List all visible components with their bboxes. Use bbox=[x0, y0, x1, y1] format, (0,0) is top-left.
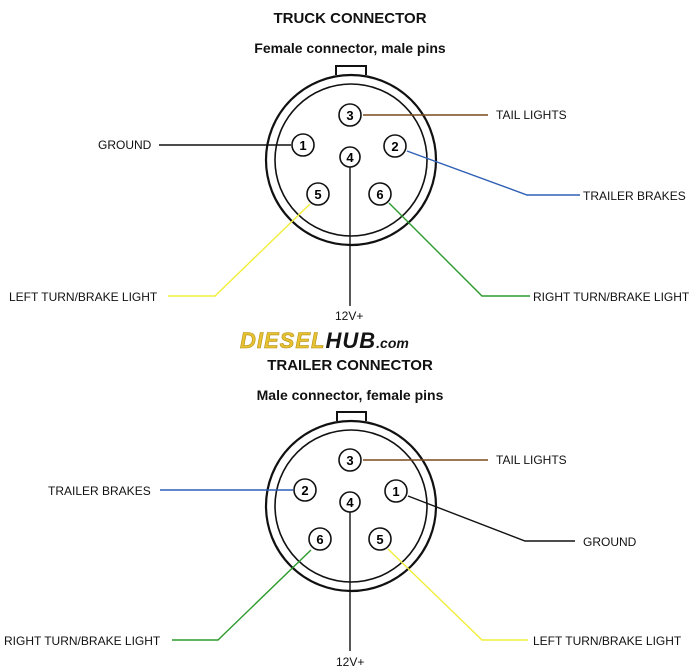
truck-label-right-turn: RIGHT TURN/BRAKE LIGHT bbox=[533, 290, 690, 304]
svg-text:4: 4 bbox=[346, 495, 354, 510]
truck-pin-5: 5 bbox=[306, 182, 330, 206]
logo-dotcom-text: .com bbox=[376, 335, 409, 351]
truck-pin-4: 4 bbox=[339, 146, 361, 168]
truck-label-trailer-brakes: TRAILER BRAKES bbox=[583, 189, 686, 203]
truck-connector-key-tab bbox=[335, 65, 367, 75]
svg-text:2: 2 bbox=[391, 139, 398, 154]
svg-text:2: 2 bbox=[301, 483, 308, 498]
trailer-connector-subtitle: Male connector, female pins bbox=[256, 387, 444, 403]
trailer-pin-5: 5 bbox=[368, 527, 392, 551]
truck-pin-3: 3 bbox=[338, 103, 362, 127]
truck-connector: 3 1 2 4 5 6 bbox=[159, 65, 580, 306]
svg-text:3: 3 bbox=[346, 108, 353, 123]
truck-label-left-turn: LEFT TURN/BRAKE LIGHT bbox=[9, 290, 158, 304]
logo-diesel-text: DIESEL bbox=[240, 328, 326, 353]
trailer-connector-key-tab bbox=[336, 411, 367, 421]
truck-connector-title: TRUCK CONNECTOR bbox=[273, 10, 427, 27]
truck-wire-right-turn bbox=[388, 202, 530, 297]
svg-text:5: 5 bbox=[376, 532, 383, 547]
trailer-pin-3: 3 bbox=[338, 448, 362, 472]
truck-label-12v: 12V+ bbox=[335, 309, 364, 323]
svg-text:6: 6 bbox=[376, 187, 383, 202]
truck-wire-left-turn bbox=[168, 203, 311, 297]
truck-connector-inner-ring bbox=[274, 83, 428, 237]
svg-text:5: 5 bbox=[314, 187, 321, 202]
truck-pin-1: 1 bbox=[291, 133, 315, 157]
trailer-label-tail-lights: TAIL LIGHTS bbox=[496, 453, 567, 467]
truck-connector-subtitle: Female connector, male pins bbox=[254, 40, 446, 56]
svg-text:1: 1 bbox=[299, 138, 306, 153]
truck-pin-2: 2 bbox=[383, 134, 407, 158]
trailer-connector: 3 2 1 4 6 5 bbox=[160, 411, 575, 651]
trailer-pin-1: 1 bbox=[384, 479, 408, 503]
trailer-label-left-turn: LEFT TURN/BRAKE LIGHT bbox=[533, 634, 682, 648]
svg-text:6: 6 bbox=[316, 532, 323, 547]
svg-text:4: 4 bbox=[346, 150, 354, 165]
svg-text:1: 1 bbox=[392, 484, 399, 499]
trailer-label-trailer-brakes: TRAILER BRAKES bbox=[48, 484, 151, 498]
truck-wire-trailer-brakes bbox=[406, 150, 580, 196]
trailer-connector-inner-ring bbox=[274, 429, 428, 583]
trailer-connector-title: TRAILER CONNECTOR bbox=[267, 357, 433, 374]
trailer-wire-ground bbox=[407, 495, 575, 542]
svg-text:3: 3 bbox=[346, 453, 353, 468]
trailer-pin-6: 6 bbox=[308, 527, 332, 551]
trailer-label-right-turn: RIGHT TURN/BRAKE LIGHT bbox=[4, 634, 161, 648]
truck-label-ground: GROUND bbox=[98, 138, 152, 152]
trailer-pin-2: 2 bbox=[293, 478, 317, 502]
trailer-connector-outer-ring bbox=[264, 419, 438, 593]
trailer-wire-left-turn bbox=[387, 548, 528, 641]
truck-label-tail-lights: TAIL LIGHTS bbox=[496, 108, 567, 122]
truck-pin-6: 6 bbox=[368, 182, 392, 206]
trailer-pin-4: 4 bbox=[339, 491, 361, 513]
logo-hub-text: HUB bbox=[325, 328, 377, 353]
dieselhub-logo: DIESELHUB.com bbox=[240, 328, 409, 355]
trailer-label-12v: 12V+ bbox=[336, 655, 365, 669]
trailer-label-ground: GROUND bbox=[583, 535, 637, 549]
truck-connector-outer-ring bbox=[264, 73, 438, 247]
trailer-wire-right-turn bbox=[172, 549, 312, 641]
